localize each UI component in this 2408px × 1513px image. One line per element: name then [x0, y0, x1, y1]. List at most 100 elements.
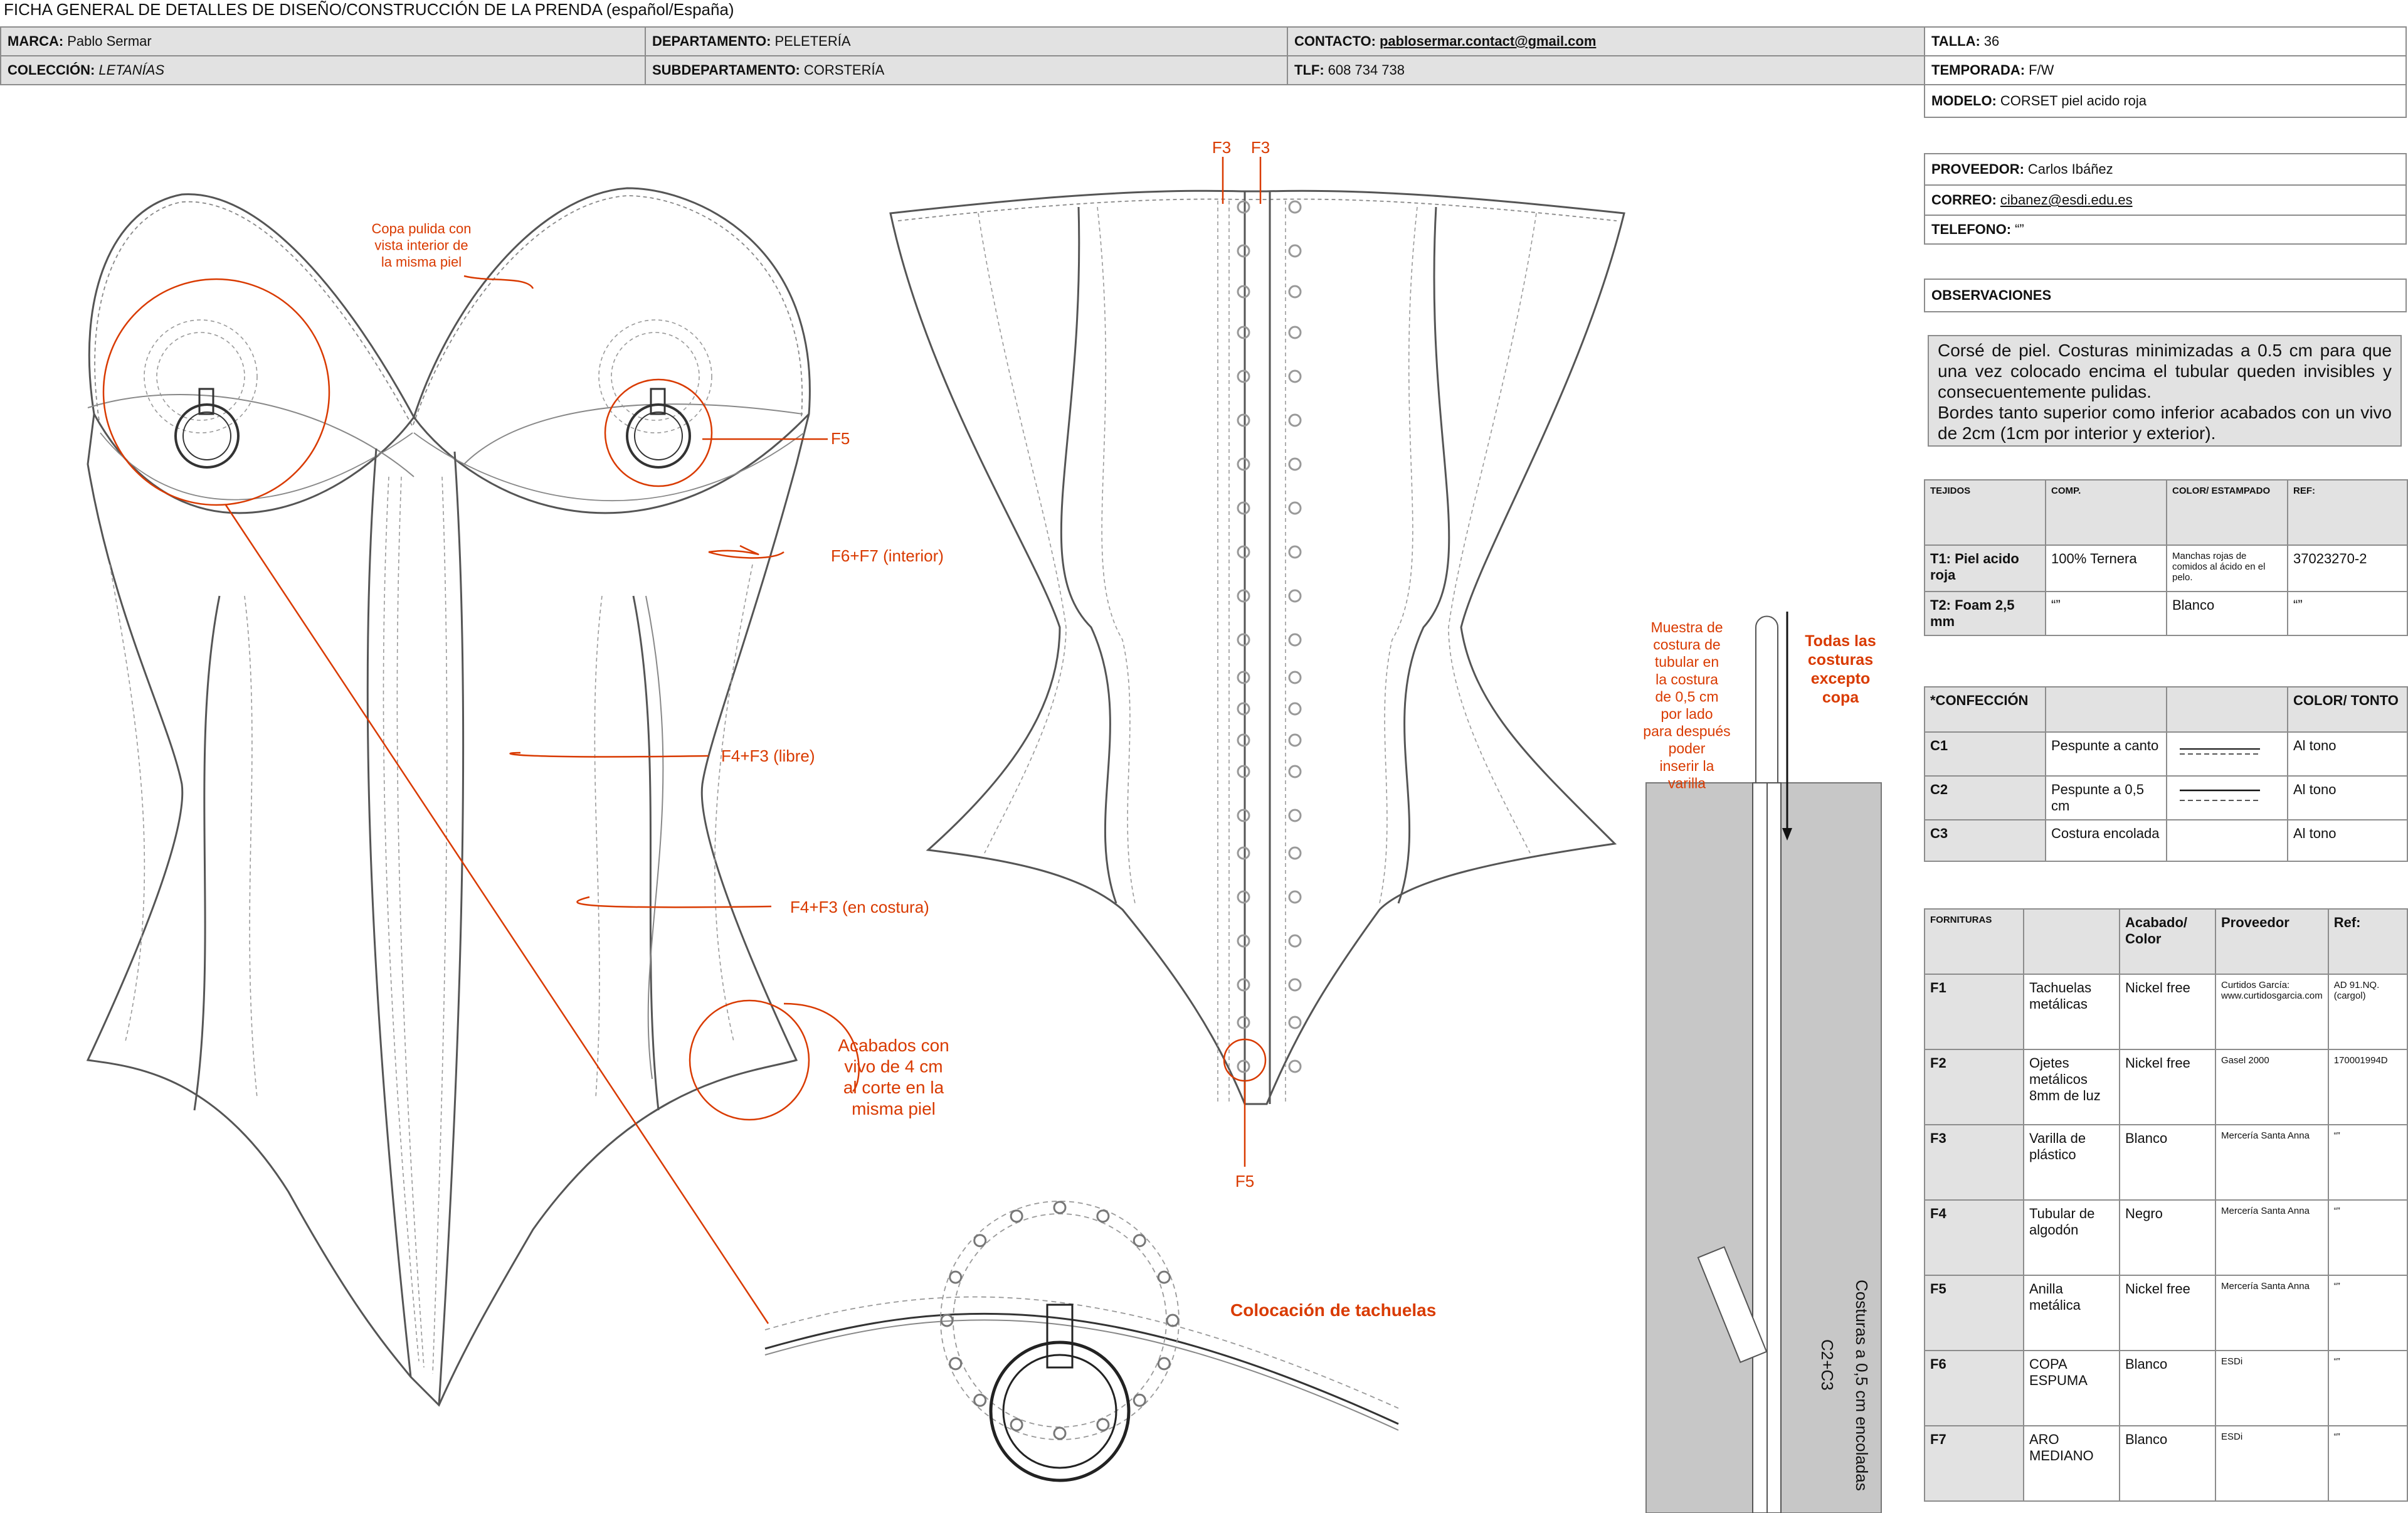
back-corset-drawing — [889, 189, 1625, 1105]
eyelet — [1237, 765, 1250, 778]
contacto-email-link[interactable]: pablosermar.contact@gmail.com — [1379, 33, 1597, 49]
fornitura-ref: “” — [2327, 1275, 2408, 1351]
confeccion-desc: Costura encolada — [2045, 819, 2167, 862]
eyelet — [1288, 589, 1302, 603]
correo-email-link[interactable]: cibanez@esdi.edu.es — [2000, 192, 2133, 208]
fornitura-proveedor: Mercería Santa Anna — [2215, 1124, 2329, 1201]
table-row: C2 Pespunte a 0,5 cm Al tono — [1924, 775, 2408, 820]
eyelet — [1288, 200, 1302, 214]
telefono-label: TELEFONO: — [1931, 221, 2012, 237]
stud — [949, 1357, 963, 1371]
header-tlf: TLF:608 734 738 — [1287, 55, 1925, 85]
talla-value: 36 — [1983, 33, 2000, 49]
stud — [1157, 1357, 1171, 1371]
temporada-label: TEMPORADA: — [1931, 62, 2025, 78]
stud — [949, 1270, 963, 1284]
f3-label-b: F3 — [1251, 138, 1270, 157]
table-row: T1: Piel acido roja 100% Ternera Manchas… — [1924, 544, 2408, 592]
eyelet — [1237, 1016, 1250, 1029]
eyelet — [1237, 326, 1250, 339]
eyelet — [1237, 733, 1250, 747]
fornituras-table: FORNITURAS Acabado/ Color Proveedor Ref:… — [1924, 908, 2408, 1502]
eyelet — [1288, 809, 1302, 822]
fornitura-code: F1 — [1924, 974, 2024, 1050]
eyelet — [1288, 733, 1302, 747]
fornitura-code: F2 — [1924, 1049, 2024, 1125]
table-row: T2: Foam 2,5 mm “” Blanco “” — [1924, 591, 2408, 636]
header-temporada: TEMPORADA:F/W — [1924, 55, 2407, 85]
stud — [973, 1234, 987, 1248]
fornitura-proveedor: Curtidos García: www.curtidosgarcia.com — [2215, 974, 2329, 1050]
stud — [1157, 1270, 1171, 1284]
eyelet — [1288, 244, 1302, 258]
back-eyelets — [1237, 200, 1302, 1073]
f5-back-label: F5 — [1235, 1172, 1254, 1191]
fornitura-ref: 170001994D — [2327, 1049, 2408, 1125]
front-annotation-marks — [102, 275, 860, 1324]
tachuelas-studs — [940, 1201, 1180, 1440]
fornitura-ref: “” — [2327, 1350, 2408, 1426]
confeccion-header: COLOR/ TONTO — [2287, 686, 2408, 733]
fornitura-code: F6 — [1924, 1350, 2024, 1426]
stud — [940, 1314, 954, 1327]
confeccion-table: *CONFECCIÓN COLOR/ TONTO C1 Pespunte a c… — [1924, 686, 2408, 862]
tejidos-header: REF: — [2287, 479, 2408, 546]
fornituras-header: FORNITURAS — [1924, 908, 2024, 975]
stud — [1010, 1418, 1023, 1431]
fornitura-proveedor: Mercería Santa Anna — [2215, 1275, 2329, 1351]
eyelet — [1237, 1059, 1250, 1073]
observaciones-text: Corsé de piel. Costuras minimizadas a 0.… — [1928, 335, 2402, 447]
eyelet — [1237, 633, 1250, 647]
eyelet — [1237, 369, 1250, 383]
tejidos-header: COMP. — [2045, 479, 2167, 546]
observaciones-label: OBSERVACIONES — [1924, 279, 2407, 312]
fornitura-acabado: Nickel free — [2119, 1049, 2216, 1125]
fornitura-proveedor: ESDi — [2215, 1425, 2329, 1502]
tejidos-header: TEJIDOS — [1924, 479, 2046, 546]
costuras-vertical-label: Costuras a 0,5 cm encoladas — [1852, 1280, 1871, 1491]
confeccion-header-row: *CONFECCIÓN COLOR/ TONTO — [1924, 686, 2408, 733]
supplier-telefono: TELEFONO:“” — [1924, 215, 2407, 245]
header-subdepartamento: SUBDEPARTAMENTO:CORSTERÍA — [645, 55, 1288, 85]
stud — [1053, 1201, 1067, 1214]
eyelet — [1237, 545, 1250, 559]
tejido-name: T1: Piel acido roja — [1924, 544, 2046, 592]
eyelet — [1237, 413, 1250, 427]
fornituras-header: Proveedor — [2215, 908, 2329, 975]
f6f7-label: F6+F7 (interior) — [831, 546, 944, 565]
fornitura-name: COPA ESPUMA — [2023, 1350, 2120, 1426]
coleccion-label: COLECCIÓN: — [8, 62, 95, 78]
tejido-ref: “” — [2287, 591, 2408, 636]
stitch-sample-c3 — [2166, 819, 2288, 862]
fornitura-name: Varilla de plástico — [2023, 1124, 2120, 1201]
eyelet — [1288, 633, 1302, 647]
eyelet — [1237, 671, 1250, 684]
tejidos-header-row: TEJIDOS COMP. COLOR/ ESTAMPADO REF: — [1924, 479, 2408, 546]
stitch-c2-icon — [2180, 789, 2260, 801]
header-talla: TALLA:36 — [1924, 26, 2407, 56]
header-coleccion: COLECCIÓN:LETANÍAS — [0, 55, 646, 85]
eyelet — [1288, 934, 1302, 948]
temporada-value: F/W — [2029, 62, 2054, 78]
eyelet — [1288, 671, 1302, 684]
eyelet — [1237, 244, 1250, 258]
subdepartamento-label: SUBDEPARTAMENTO: — [652, 62, 800, 78]
table-row: F6 COPA ESPUMA Blanco ESDi “” — [1924, 1350, 2408, 1426]
tachuelas-detail — [764, 1201, 1399, 1482]
talla-label: TALLA: — [1931, 33, 1980, 49]
c2c3-label: C2+C3 — [1818, 1339, 1837, 1391]
stud — [1010, 1209, 1023, 1223]
stud — [973, 1393, 987, 1407]
tejido-color: Blanco — [2166, 591, 2288, 636]
confeccion-header — [2166, 686, 2288, 733]
eyelet — [1288, 846, 1302, 860]
eyelet — [1288, 326, 1302, 339]
tlf-label: TLF: — [1294, 62, 1324, 78]
fornitura-acabado: Nickel free — [2119, 974, 2216, 1050]
tlf-value: 608 734 738 — [1328, 62, 1405, 78]
confeccion-header: *CONFECCIÓN — [1924, 686, 2046, 733]
